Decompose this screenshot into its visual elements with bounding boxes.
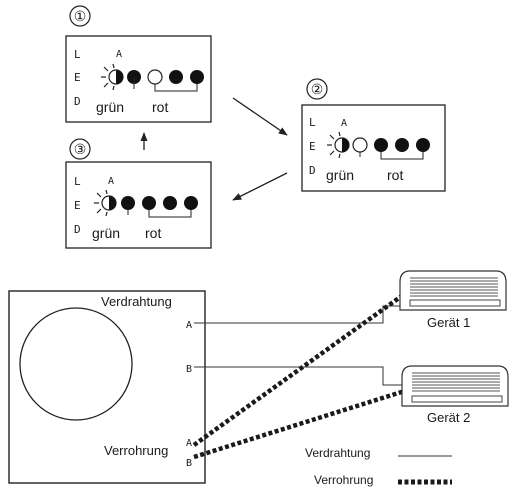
led-red-on bbox=[374, 138, 388, 152]
indoor-device-1: Gerät 1 bbox=[399, 270, 507, 330]
fan-circle bbox=[19, 307, 133, 421]
led-red-on bbox=[163, 196, 177, 210]
indoor-device-2: Gerät 2 bbox=[401, 365, 509, 425]
legend: Verdrahtung Verrohrung bbox=[305, 446, 452, 487]
led-letter-d: D bbox=[74, 223, 81, 236]
panel-number: ③ bbox=[74, 141, 87, 157]
red-label: rot bbox=[387, 167, 403, 183]
blinking-led-icon bbox=[101, 63, 124, 91]
led-letter-d: D bbox=[74, 95, 81, 108]
led-letter-e: E bbox=[74, 71, 81, 84]
led-letter-e: E bbox=[74, 199, 81, 212]
device-louver bbox=[411, 395, 503, 403]
led-row bbox=[94, 189, 198, 218]
led-row bbox=[101, 63, 204, 92]
panel-number-badge bbox=[69, 5, 91, 27]
pipe-to-device-2 bbox=[193, 387, 409, 460]
led-red-on bbox=[190, 70, 204, 84]
wire-to-device-2 bbox=[194, 366, 402, 386]
device-1-label: Gerät 1 bbox=[427, 315, 470, 330]
led-letter-l: L bbox=[74, 175, 81, 188]
panel-number: ② bbox=[311, 81, 324, 97]
led-letter-l: L bbox=[74, 48, 81, 61]
led-letter-d: D bbox=[309, 164, 316, 177]
led-red-off bbox=[147, 69, 163, 85]
led-letter-e: E bbox=[309, 140, 316, 153]
outdoor-unit-frame bbox=[8, 290, 206, 484]
led-red-on bbox=[184, 196, 198, 210]
legend-wiring-label: Verdrahtung bbox=[305, 446, 370, 460]
arrow-2-to-3 bbox=[232, 172, 288, 201]
status-panel-1: ① L E D A grün rot bbox=[65, 5, 212, 123]
status-panel-2: ② L E D A grün rot bbox=[301, 78, 446, 192]
led-a-label: A bbox=[116, 49, 122, 60]
green-label: grün bbox=[92, 225, 120, 241]
piping-label: Verrohrung bbox=[104, 443, 168, 458]
led-a-label: A bbox=[341, 118, 347, 129]
red-label: rot bbox=[145, 225, 161, 241]
outdoor-unit: Verdrahtung A B Verrohrung A B bbox=[8, 290, 206, 484]
led-red-on bbox=[416, 138, 430, 152]
arrow-1-to-2 bbox=[232, 97, 288, 136]
wiring-label: Verdrahtung bbox=[101, 294, 172, 309]
device-louver bbox=[409, 299, 501, 307]
led-green-off bbox=[352, 137, 368, 153]
device-grille bbox=[412, 372, 500, 392]
pipe-to-device-1 bbox=[192, 288, 412, 447]
led-row bbox=[327, 131, 430, 160]
led-red-on bbox=[395, 138, 409, 152]
blinking-led-icon bbox=[94, 189, 117, 217]
led-letter-l: L bbox=[309, 116, 316, 129]
led-a-label: A bbox=[108, 176, 114, 187]
terminal-a: A bbox=[186, 320, 192, 331]
pipe-b: B bbox=[186, 458, 192, 469]
red-label: rot bbox=[152, 99, 168, 115]
legend-piping-label: Verrohrung bbox=[314, 473, 373, 487]
device-body bbox=[401, 365, 509, 407]
device-grille bbox=[410, 277, 498, 297]
led-red-on bbox=[142, 196, 156, 210]
green-label: grün bbox=[326, 167, 354, 183]
panel-number: ① bbox=[74, 8, 87, 24]
pipe-a: A bbox=[186, 438, 192, 449]
panel-frame bbox=[65, 35, 212, 123]
green-label: grün bbox=[96, 99, 124, 115]
led-green-on bbox=[121, 196, 135, 210]
panel-number-badge bbox=[69, 138, 91, 160]
terminal-b: B bbox=[186, 364, 192, 375]
panel-number-badge bbox=[306, 78, 328, 100]
device-2-label: Gerät 2 bbox=[427, 410, 470, 425]
status-panel-3: ③ L E D A grün rot bbox=[65, 138, 212, 249]
led-red-on bbox=[169, 70, 183, 84]
blinking-led-icon bbox=[327, 131, 350, 159]
